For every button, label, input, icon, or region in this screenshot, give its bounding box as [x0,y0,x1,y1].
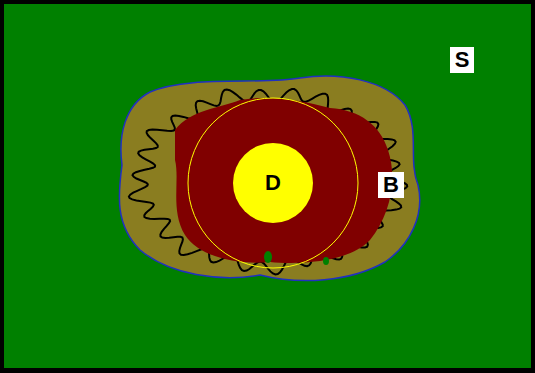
skin-area [4,4,531,368]
wound-bed [175,98,392,263]
label-box: B [378,172,404,198]
shape-fill [450,47,474,73]
node-letter: S [455,49,470,71]
node-letter: B [383,174,399,196]
ring [188,98,358,268]
shape-fill [378,172,404,198]
speck [264,251,272,263]
core-circle: D [233,143,313,223]
label-box: S [450,47,474,73]
border-zone [119,76,419,280]
shape-fill [233,143,313,223]
speck [323,257,329,265]
node-letter: D [265,172,281,194]
wavy-edge [129,89,407,274]
